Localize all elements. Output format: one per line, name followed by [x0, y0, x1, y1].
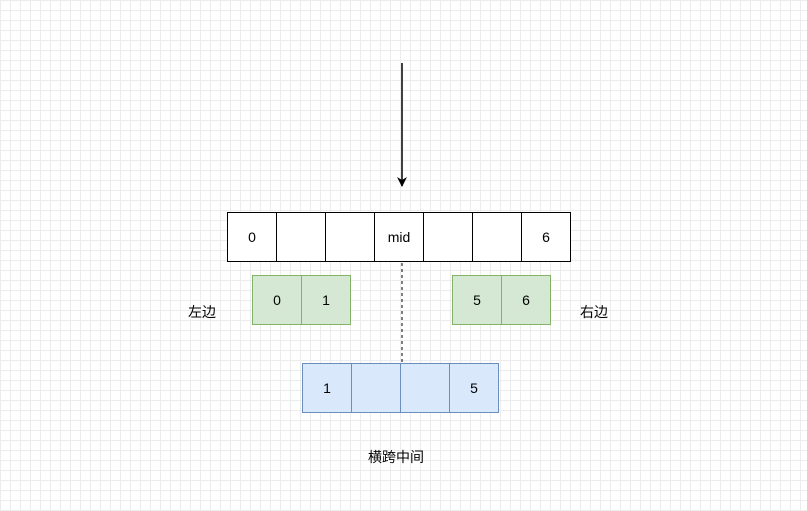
right-label: 右边 — [580, 305, 608, 321]
right-subarray-cell: 5 — [452, 275, 502, 325]
main-array: 0 mid 6 — [227, 212, 571, 262]
cross-label: 横跨中间 — [368, 450, 424, 466]
main-array-cell — [423, 212, 473, 262]
cross-subarray-cell — [400, 363, 450, 413]
main-array-cell: 6 — [521, 212, 571, 262]
cross-subarray: 1 5 — [302, 363, 499, 413]
left-subarray: 0 1 — [252, 275, 351, 325]
main-array-cell — [276, 212, 326, 262]
cross-subarray-cell: 5 — [449, 363, 499, 413]
left-subarray-cell: 1 — [301, 275, 351, 325]
right-subarray: 5 6 — [452, 275, 551, 325]
main-array-cell — [472, 212, 522, 262]
right-subarray-cell: 6 — [501, 275, 551, 325]
main-array-cell: 0 — [227, 212, 277, 262]
main-array-cell-mid: mid — [374, 212, 424, 262]
cross-subarray-cell — [351, 363, 401, 413]
main-array-cell — [325, 212, 375, 262]
cross-subarray-cell: 1 — [302, 363, 352, 413]
left-label: 左边 — [188, 305, 216, 321]
left-subarray-cell: 0 — [252, 275, 302, 325]
